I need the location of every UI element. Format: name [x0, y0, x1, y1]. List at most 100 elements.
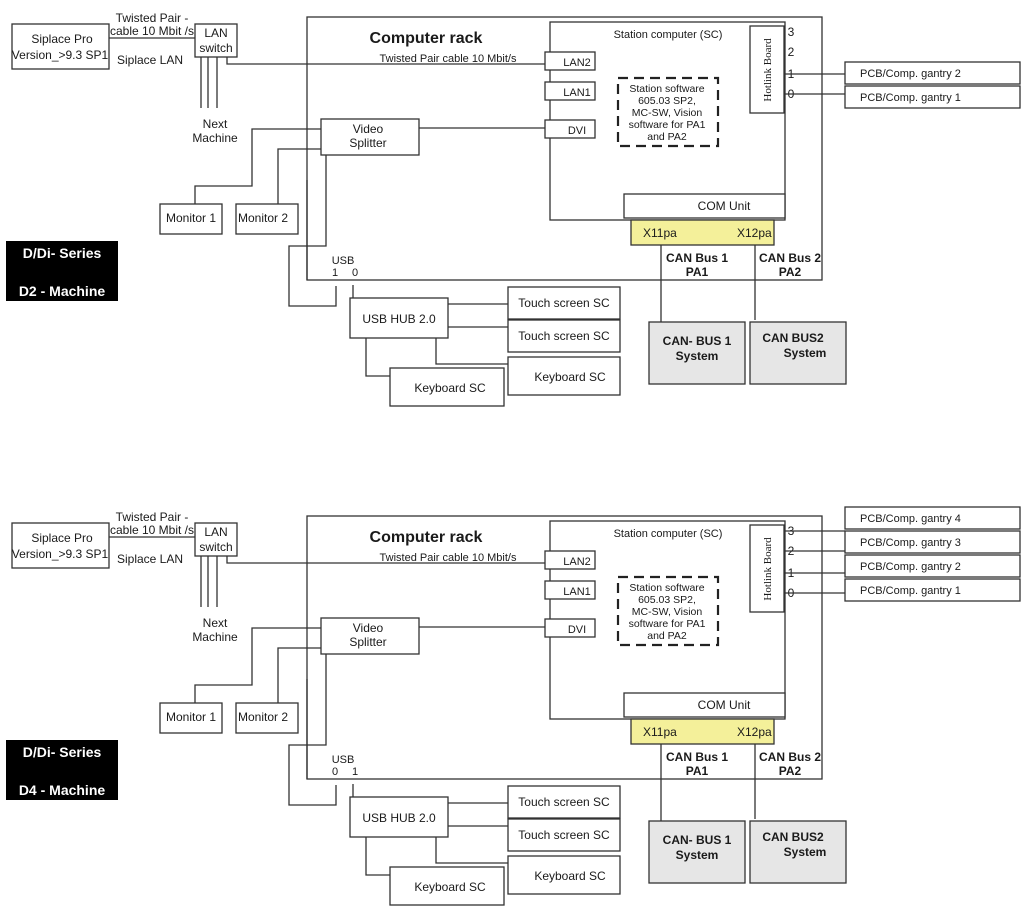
- can-system-1-sub: System: [676, 848, 719, 862]
- keyboard-1-link: [365, 837, 390, 876]
- keyboard-2-link: [435, 338, 508, 365]
- gantry-box: [844, 506, 1021, 530]
- monitor-2-link: [277, 647, 321, 703]
- video-splitter-label: Video: [353, 621, 384, 635]
- monitor-1-label: Monitor 1: [166, 710, 216, 724]
- next-machine-label-2: Machine: [192, 131, 238, 145]
- gantry-label: PCB/Comp. gantry 4: [860, 513, 961, 525]
- keyboard-2-label: Keyboard SC: [534, 869, 606, 883]
- com-unit-label: COM Unit: [698, 199, 751, 213]
- usb-port-b: 0: [352, 267, 358, 279]
- port-dvi: [544, 618, 596, 638]
- siplace-pro-label: Siplace Pro: [31, 531, 93, 545]
- video-splitter-label-2: Splitter: [349, 136, 386, 150]
- port-label: LAN1: [563, 87, 591, 99]
- monitor-1-link: [194, 627, 321, 703]
- com-port-x11pa: X11pa: [643, 725, 677, 739]
- next-machine-label: Next: [203, 117, 228, 131]
- gantry-label: PCB/Comp. gantry 3: [860, 537, 961, 549]
- lan-switch: [194, 522, 238, 557]
- monitor-2-label: Monitor 2: [238, 710, 288, 724]
- rack-cable-label: Twisted Pair cable 10 Mbit/s: [380, 53, 517, 65]
- station-software-line: 605.03 SP2,: [638, 95, 696, 107]
- monitor-1: [159, 203, 223, 235]
- can-bus-2-pa: PA2: [779, 764, 802, 778]
- com-unit-label: COM Unit: [698, 698, 751, 712]
- hotlink-board-label: Hotlink Board: [762, 537, 774, 601]
- keyboard-1: [389, 367, 505, 407]
- lan-switch-label: LAN: [204, 525, 227, 539]
- gantry-label: PCB/Comp. gantry 2: [860, 561, 961, 573]
- monitor-2-label: Monitor 2: [238, 211, 288, 225]
- gantry-label: PCB/Comp. gantry 2: [860, 68, 961, 80]
- com-unit-box: [623, 193, 786, 219]
- com-port-strip: [630, 219, 775, 246]
- monitor-2: [235, 702, 299, 734]
- hotlink-board-label: Hotlink Board: [762, 38, 774, 102]
- can-bus-1-system: [648, 321, 746, 385]
- port-label: DVI: [568, 125, 586, 137]
- com-port-x12pa: X12pa: [737, 226, 772, 240]
- video-splitter: [320, 118, 420, 156]
- siplace-pro-version: Version_>9.3 SP1: [12, 48, 109, 62]
- rack-cable-label: Twisted Pair cable 10 Mbit/s: [380, 552, 517, 564]
- com-port-strip: [630, 718, 775, 745]
- monitor-2: [235, 203, 299, 235]
- lan2-link: [226, 57, 545, 65]
- station-software-line: Station software: [629, 83, 704, 95]
- hotlink-port-3: 3: [788, 25, 795, 39]
- com-unit-box: [623, 692, 786, 718]
- cable-label-2: cable 10 Mbit /s: [110, 24, 194, 38]
- siplace-pro-version: Version_>9.3 SP1: [12, 547, 109, 561]
- usb-port-a: 1: [332, 267, 338, 279]
- lan-switch: [194, 23, 238, 58]
- can-bus-2-system: [749, 321, 847, 385]
- video-splitter: [320, 617, 420, 655]
- station-software-line: Station software: [629, 582, 704, 594]
- can-system-1-label: CAN- BUS 1: [663, 833, 732, 847]
- port-label: LAN2: [563, 57, 591, 69]
- video-splitter-label-2: Splitter: [349, 635, 386, 649]
- can-bus-1-label: CAN Bus 1: [666, 750, 728, 764]
- machine-label: D2 - Machine: [19, 283, 106, 299]
- keyboard-2: [507, 855, 621, 895]
- keyboard-2-label: Keyboard SC: [534, 370, 606, 384]
- can-bus-2-label: CAN Bus 2: [759, 750, 821, 764]
- can-bus-2-pa: PA2: [779, 265, 802, 279]
- usb-hub-label: USB HUB 2.0: [362, 811, 436, 825]
- gantry-box: [844, 578, 1021, 602]
- usb-port-a: 0: [332, 766, 338, 778]
- can-system-1-sub: System: [676, 349, 719, 363]
- series-label: D/Di- Series: [23, 245, 102, 261]
- port-label: LAN2: [563, 556, 591, 568]
- usb-hub-label: USB HUB 2.0: [362, 312, 436, 326]
- can-bus-1-label: CAN Bus 1: [666, 251, 728, 265]
- can-bus-1-pa: PA1: [686, 764, 709, 778]
- lan-switch-label-2: switch: [199, 540, 232, 554]
- can-bus-1-system: [648, 820, 746, 884]
- usb-label: USB: [332, 754, 355, 766]
- station-software-line: 605.03 SP2,: [638, 594, 696, 606]
- port-dvi: [544, 119, 596, 139]
- touch-screen-2: [507, 818, 621, 852]
- touch-screen-1: [507, 286, 621, 320]
- series-label-block: [6, 241, 118, 301]
- station-software-box: [616, 76, 720, 148]
- usb-loop-1: [288, 155, 337, 307]
- hotlink-port-2: 2: [788, 45, 795, 59]
- keyboard-1-label: Keyboard SC: [414, 880, 486, 894]
- siplace-pro-box: [11, 522, 110, 569]
- can-system-2-sub: System: [784, 845, 827, 859]
- computer-rack-title: Computer rack: [370, 529, 483, 546]
- touch-screen-2-label: Touch screen SC: [518, 828, 610, 842]
- usb-loop-1: [288, 654, 337, 806]
- next-machine-label: Next: [203, 616, 228, 630]
- can-bus-2-label: CAN Bus 2: [759, 251, 821, 265]
- station-software-line: software for PA1: [629, 119, 706, 131]
- port-lan1: [544, 81, 596, 101]
- keyboard-1: [389, 866, 505, 906]
- gantry-label: PCB/Comp. gantry 1: [860, 92, 961, 104]
- monitor-2-link: [277, 148, 321, 204]
